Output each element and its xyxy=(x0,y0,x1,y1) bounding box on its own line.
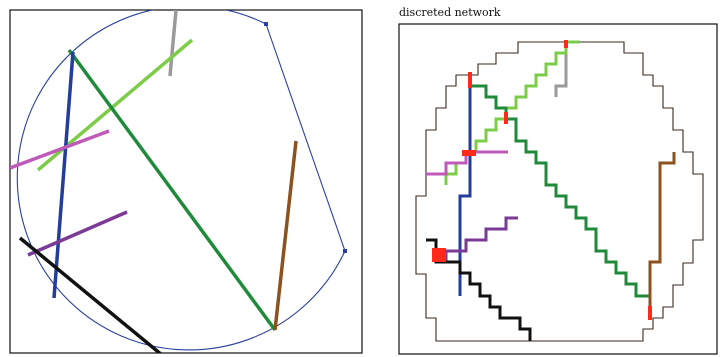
junction-marker xyxy=(468,72,472,88)
left-panel-frame xyxy=(9,9,363,354)
fracture-gray xyxy=(168,10,178,77)
domain-boundary xyxy=(16,10,346,351)
discretized-network-panel: discreted network xyxy=(398,6,718,355)
junction-marker xyxy=(648,306,652,320)
panel-caption: discreted network xyxy=(399,6,501,19)
fracture-magenta xyxy=(10,129,110,170)
discrete-fracture-blue xyxy=(458,75,472,296)
fracture-dark-green xyxy=(67,48,277,332)
junction-marker xyxy=(432,248,446,262)
fracture-brown xyxy=(273,140,298,331)
junction-marker xyxy=(462,150,476,156)
discrete-fracture-black xyxy=(426,238,532,341)
fracture-purple xyxy=(27,210,128,257)
boundary-vertex xyxy=(264,22,268,26)
boundary-vertex xyxy=(343,249,347,253)
staircase-domain-boundary xyxy=(415,41,704,342)
discrete-fracture-gray xyxy=(554,42,568,97)
continuous-network-panel xyxy=(9,9,363,354)
fracture-black xyxy=(18,236,163,353)
right-panel-frame xyxy=(398,23,718,355)
discrete-fracture-brown xyxy=(648,152,676,318)
junction-marker xyxy=(504,112,508,124)
fracture-blue xyxy=(52,51,75,299)
intersection-markers xyxy=(432,40,652,320)
junction-marker xyxy=(564,40,568,48)
